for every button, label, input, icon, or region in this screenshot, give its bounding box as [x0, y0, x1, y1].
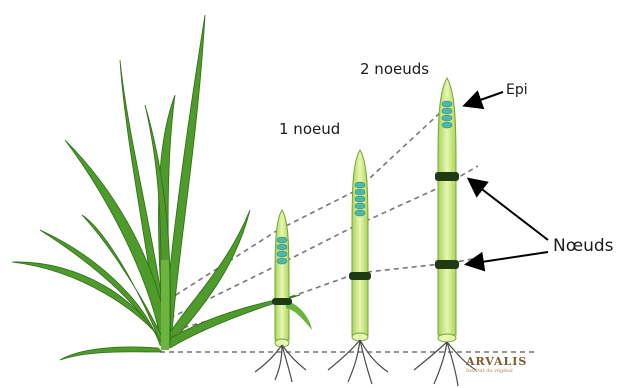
- annotation-arrows: [466, 92, 548, 264]
- label-ear: Epi: [506, 82, 528, 98]
- stem-stage-1: [272, 210, 312, 347]
- label-nodes: Nœuds: [553, 236, 614, 256]
- label-two-nodes: 2 noeuds: [360, 60, 429, 78]
- logo-brand: ARVALIS: [466, 355, 527, 368]
- arrow-to-lower-node: [468, 252, 548, 264]
- leafy-wheat-plant: [12, 15, 300, 360]
- arrow-to-upper-node: [470, 180, 548, 240]
- logo-tagline: Institut du végétal: [466, 368, 527, 374]
- arvalis-logo: ARVALIS Institut du végétal: [466, 355, 527, 374]
- growth-guide-lines: [168, 110, 478, 330]
- stem-stage-2: [349, 150, 371, 341]
- stem-stage-3: [435, 78, 459, 342]
- roots: [255, 340, 476, 386]
- label-one-node: 1 noeud: [279, 120, 340, 138]
- arrow-to-ear: [466, 92, 503, 105]
